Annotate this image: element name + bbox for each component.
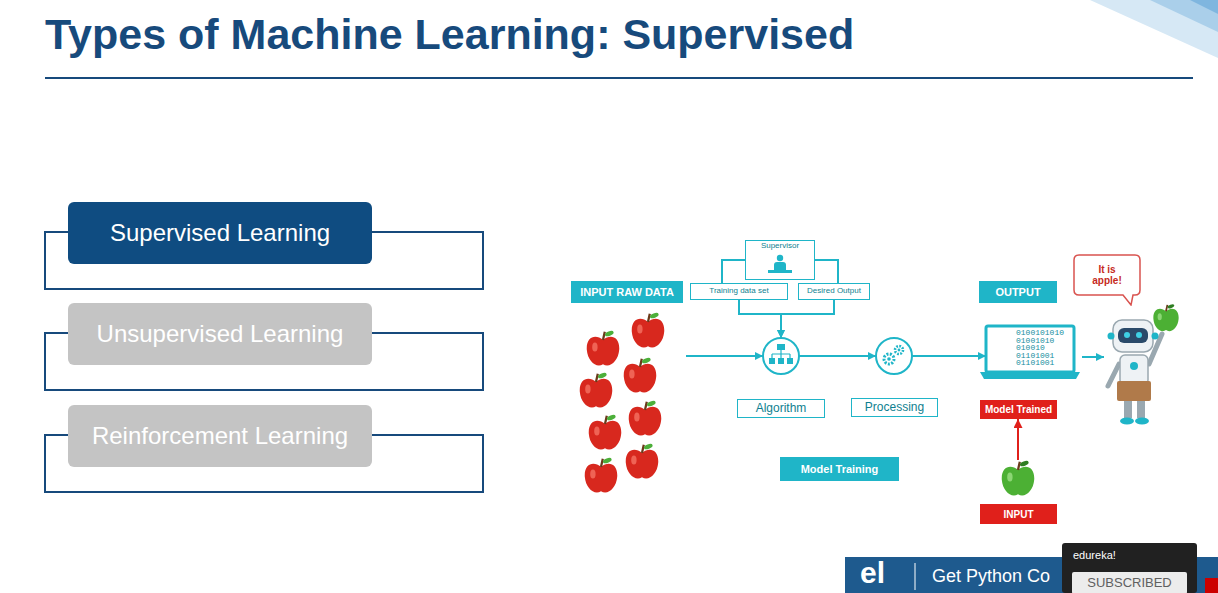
node-text: OUTPUT: [995, 286, 1040, 298]
slide-title: Types of Machine Learning: Supervised: [45, 8, 854, 60]
video-overlay: [845, 543, 1218, 593]
binary-text: 0100101010 01001010 010010 01101001 0110…: [1016, 329, 1068, 367]
processing-step: Processing: [851, 336, 938, 418]
flow-connector: [739, 300, 781, 338]
channel-name: edureka!: [1073, 549, 1116, 561]
training-set-box: Training data set: [690, 283, 788, 300]
input-data-group: INPUT RAW DATA: [568, 281, 686, 497]
selected-type-button: Supervised Learning: [68, 202, 372, 264]
step-label: Processing: [851, 398, 938, 417]
type-button: Unsupervised Learning: [68, 303, 372, 365]
robot-figure: [1108, 303, 1179, 424]
node-text: Processing: [865, 401, 924, 414]
node-text: Supervised Learning: [110, 220, 330, 246]
flow-connector: [781, 300, 834, 338]
node-text: Algorithm: [756, 402, 807, 415]
flow-connector: [815, 260, 838, 283]
flow-connector: [686, 355, 763, 357]
step-label: INPUT: [980, 504, 1057, 524]
node-text: Reinforcement Learning: [92, 423, 348, 449]
node-text: INPUT RAW DATA: [580, 286, 674, 298]
result-arrow: [1082, 356, 1104, 358]
bubble-shape: [1074, 255, 1140, 305]
step-label: Algorithm: [737, 399, 825, 418]
raw-apples: [580, 312, 665, 493]
brand-logo: el: [860, 556, 885, 590]
flow-connector: [912, 355, 986, 357]
node-text: Model Training: [801, 463, 879, 475]
model-training-label: Model Training: [780, 457, 899, 481]
step-label: OUTPUT: [979, 281, 1057, 303]
supervisor-icon: [768, 255, 792, 273]
model-trained-label: Model Trained: [980, 400, 1057, 419]
node-text: Supervisor: [761, 242, 799, 251]
bracket-outlines: [45, 232, 483, 492]
title-underline: [45, 77, 1193, 79]
flow-connector: [722, 260, 745, 283]
node-text: Training data set: [709, 287, 768, 296]
step-label: INPUT RAW DATA: [571, 281, 683, 303]
node-text: It is apple!: [1085, 264, 1129, 286]
algorithm-step: Algorithm: [737, 336, 825, 418]
node-text: Unsupervised Learning: [97, 321, 344, 347]
type-button: Reinforcement Learning: [68, 405, 372, 467]
algorithm-icon: [763, 338, 799, 374]
flow-connector: [1017, 419, 1019, 460]
desired-output-box: Desired Output: [798, 283, 870, 300]
promo-text: Get Python Co: [932, 563, 1050, 589]
node-text: Model Trained: [985, 404, 1052, 415]
node-text: INPUT: [1004, 509, 1034, 520]
bubble-text-area: It is apple!: [1073, 254, 1141, 295]
laptop-icon: [980, 326, 1080, 379]
corner-decoration: [1090, 0, 1218, 58]
speech-bubble: It is apple!: [1073, 254, 1141, 306]
test-apple: [1002, 460, 1035, 496]
flow-connector: [799, 355, 876, 357]
subscribe-button-text: SUBSCRIBED: [1072, 572, 1187, 593]
processing-icon: [876, 338, 912, 374]
supervisor-box: Supervisor: [745, 240, 815, 280]
input-sample-group: INPUT: [980, 458, 1057, 524]
node-text: Desired Output: [807, 287, 861, 296]
